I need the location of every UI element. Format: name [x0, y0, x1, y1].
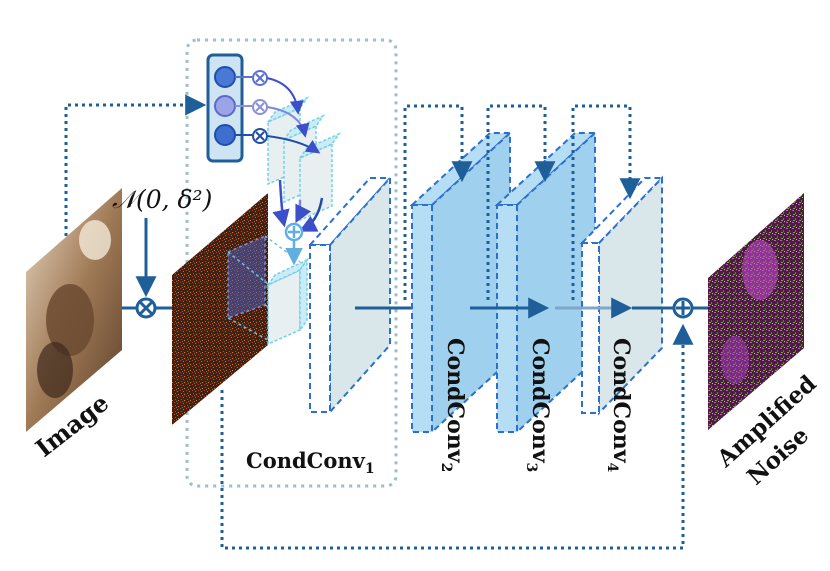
condconv1-label: CondConv1	[246, 448, 375, 477]
cond-dotted-3	[486, 104, 556, 300]
bottom-skip-dotted	[220, 323, 694, 550]
amplified-noise-image	[708, 193, 804, 430]
input-image	[26, 188, 122, 432]
weight-multiply-icon-1	[235, 70, 268, 86]
noise-formula: 𝒩(0, δ²)	[112, 185, 212, 214]
sum-arrow-2	[295, 199, 312, 224]
condconv2-label: CondConv2	[438, 338, 468, 472]
kernel-sum-plus-icon	[284, 222, 304, 242]
residual-add-icon	[672, 297, 694, 319]
condconv3-layer	[494, 130, 598, 435]
cond-dotted-2	[403, 104, 473, 300]
condconv3-label: CondConv3	[523, 338, 553, 472]
kernel-arrow-2	[266, 106, 310, 138]
sum-arrow-3	[298, 197, 324, 232]
routing-node-2	[214, 95, 236, 117]
sum-arrow-1	[272, 179, 290, 228]
condconv4-layer	[579, 175, 665, 416]
routing-node-3	[214, 124, 236, 146]
routing-node-1	[214, 66, 236, 88]
noisy-image	[172, 193, 268, 425]
expert-kernels	[265, 96, 342, 222]
condconv1-frame	[185, 38, 398, 488]
condconv1-layer	[307, 175, 393, 415]
cond-dotted-4	[571, 104, 641, 300]
kernel-arrow-1	[266, 77, 304, 115]
multiply-icon	[135, 297, 157, 319]
kernel-arrow-3	[266, 135, 321, 154]
aggregated-kernel	[265, 257, 310, 346]
condconv4-label: CondConv4	[604, 338, 634, 473]
